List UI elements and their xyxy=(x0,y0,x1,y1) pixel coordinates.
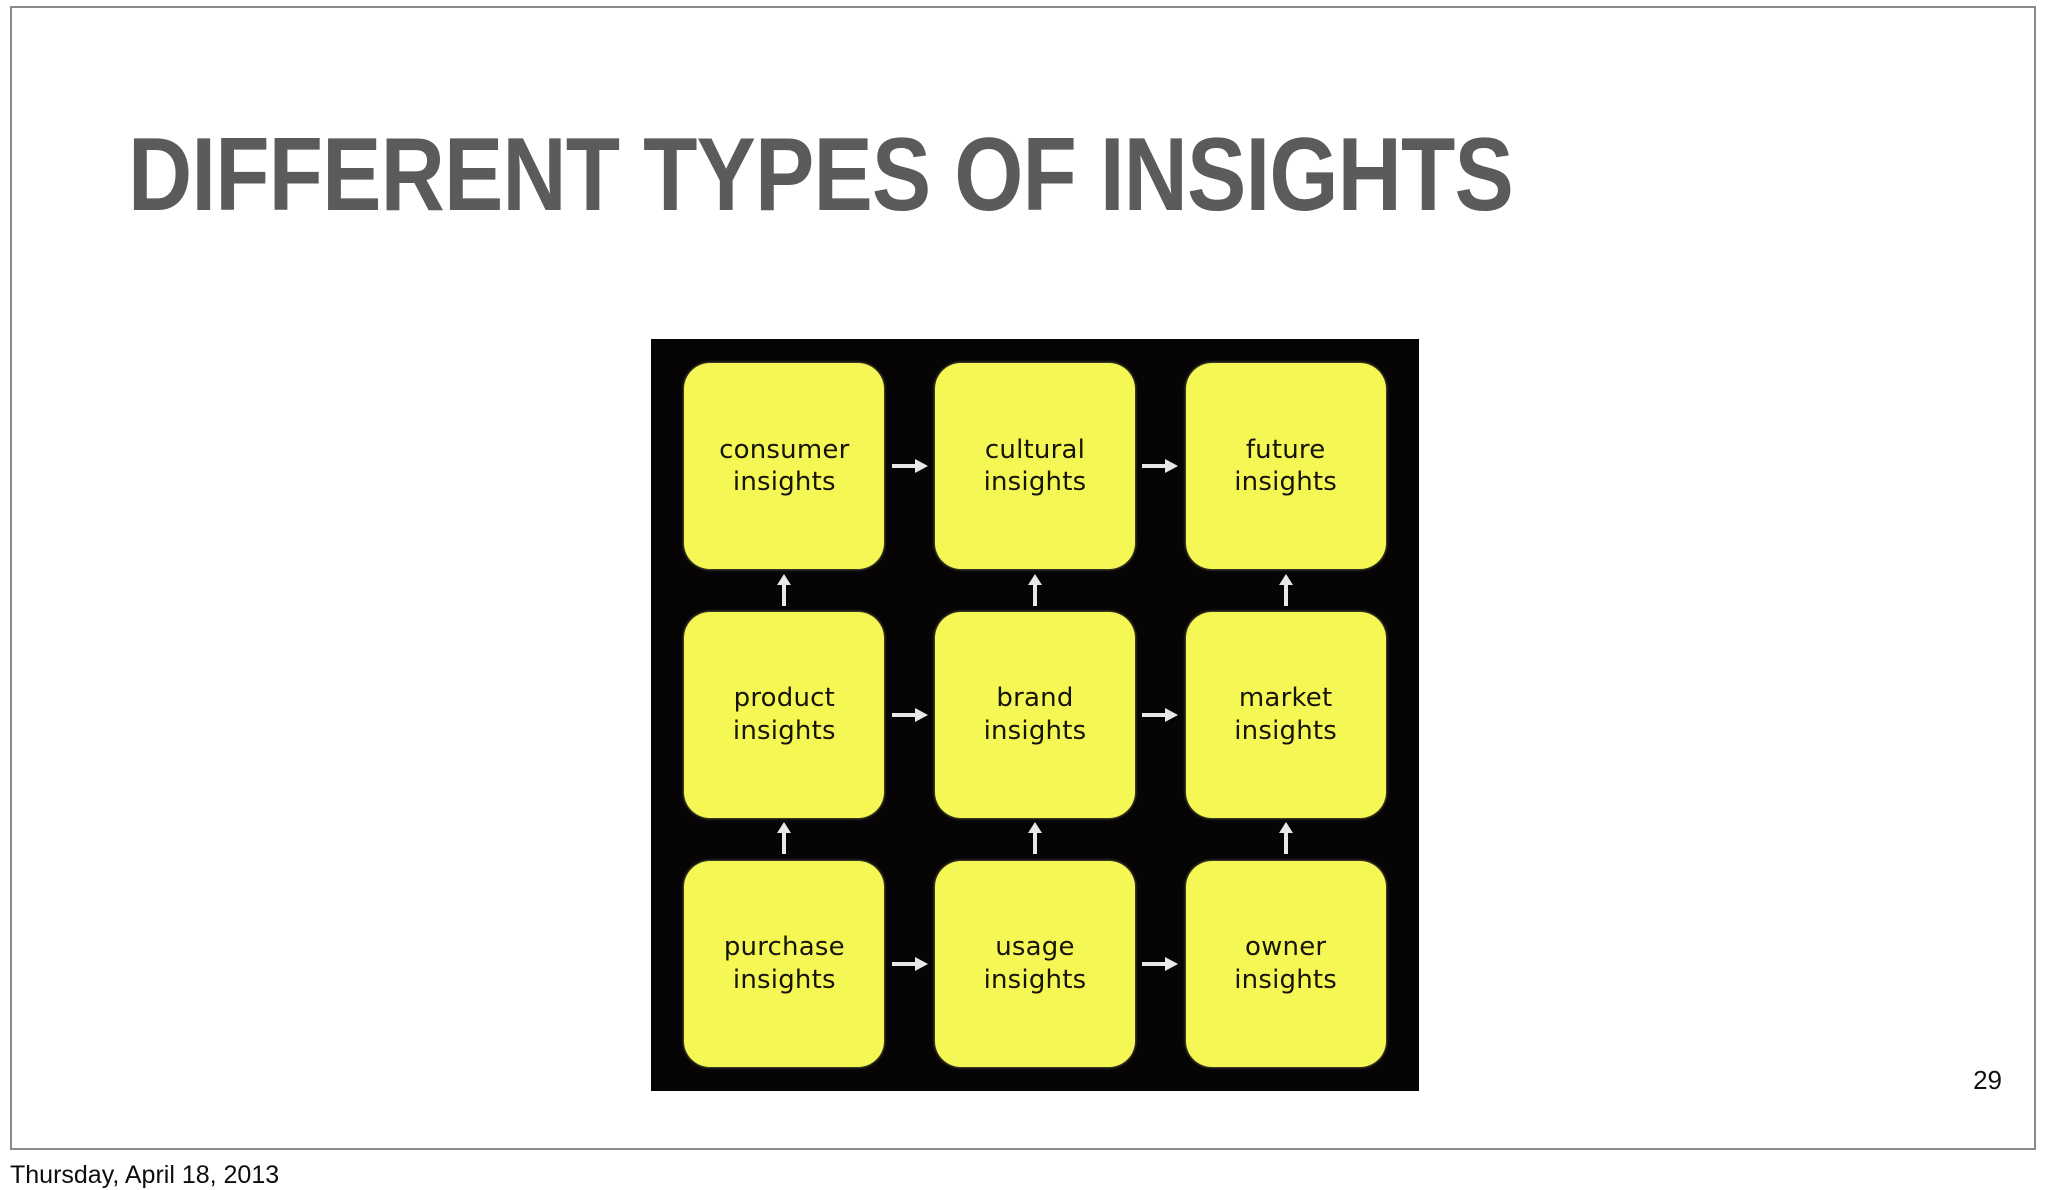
arrow-up-icon xyxy=(1023,822,1047,855)
node-label-word: insights xyxy=(1234,964,1338,995)
footer-date: Thursday, April 18, 2013 xyxy=(10,1161,280,1189)
arrow-up-icon xyxy=(1023,573,1047,606)
node-label-word: insights xyxy=(983,715,1087,746)
node-label-kind: market xyxy=(1238,683,1333,714)
arrow-up-icon xyxy=(772,822,796,855)
page-title: DIFFERENT TYPES OF INSIGHTS xyxy=(128,116,1514,233)
arrow-right-icon xyxy=(891,703,928,727)
arrow-up-icon xyxy=(1274,573,1298,606)
arrow-right-icon xyxy=(1142,454,1179,478)
node-label-kind: usage xyxy=(995,931,1075,962)
arrow-right-icon xyxy=(891,952,928,976)
node-label-word: insights xyxy=(732,467,836,498)
node-label-word: insights xyxy=(983,964,1087,995)
node-label-kind: product xyxy=(733,683,836,714)
node-label-word: insights xyxy=(1234,715,1338,746)
node-label-kind: purchase xyxy=(723,931,845,962)
node-label-kind: future xyxy=(1245,434,1326,465)
arrow-right-icon xyxy=(1142,952,1179,976)
arrow-right-icon xyxy=(891,454,928,478)
node-label-kind: owner xyxy=(1244,931,1327,962)
arrow-right-icon xyxy=(1142,703,1179,727)
node-label-kind: brand xyxy=(996,683,1074,714)
node-label-word: insights xyxy=(732,964,836,995)
node-label-kind: consumer xyxy=(719,434,850,465)
arrow-up-icon xyxy=(1274,822,1298,855)
node-label-kind: cultural xyxy=(984,434,1086,465)
node-label-word: insights xyxy=(732,715,836,746)
slide-page-number: 29 xyxy=(1973,1065,2002,1095)
node-label-word: insights xyxy=(1234,467,1338,498)
node-label-word: insights xyxy=(983,467,1087,498)
arrow-up-icon xyxy=(772,573,796,606)
